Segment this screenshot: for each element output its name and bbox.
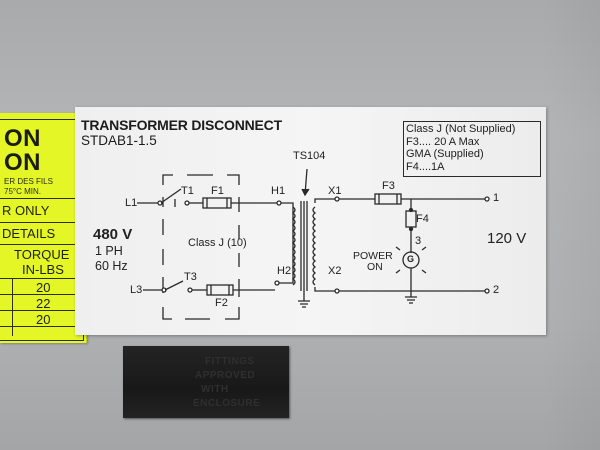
input-frequency: 60 Hz	[95, 259, 128, 273]
wiring-diagram	[137, 168, 490, 320]
warning-row-only-text: R ONLY	[2, 203, 50, 218]
torque-column-divider	[12, 278, 13, 336]
warning-heading-line1: ON	[4, 125, 41, 152]
yellow-warning-label: ON ON ER DES FILS 75°C MIN. R ONLY DETAI…	[0, 113, 87, 343]
enclosure-panel	[540, 0, 600, 450]
fuse-F1: F1	[211, 185, 224, 197]
disconnect-class: Class J (10)	[188, 237, 247, 249]
warning-heading-line2: ON	[4, 149, 41, 176]
torque-row: 20	[0, 278, 84, 295]
warning-small-line1: ER DES FILS	[4, 177, 53, 186]
output-terminal-1: 1	[493, 192, 500, 204]
node-3: 3	[415, 235, 422, 247]
terminal-L1: L1	[125, 197, 138, 209]
fuse-note: F4....1A	[406, 160, 445, 173]
label-title: TRANSFORMER DISCONNECT	[81, 117, 282, 133]
terminal-X2: X2	[328, 265, 342, 277]
plate-line: FITTINGS	[205, 356, 255, 367]
plate-line: APPROVED	[195, 370, 256, 381]
torque-header-line1: TORQUE	[14, 247, 70, 262]
input-phase: 1 PH	[95, 244, 123, 258]
pilot-light-label-line2: ON	[367, 261, 383, 273]
torque-row: 20	[0, 310, 84, 327]
terminal-H2: H2	[277, 265, 292, 277]
model-number: STDAB1-1.5	[81, 133, 157, 148]
warning-row-only: R ONLY	[0, 198, 84, 223]
fuse-F3: F3	[382, 180, 395, 192]
fuse-note: Class J (Not Supplied)	[406, 123, 516, 135]
fuse-notes-box: Class J (Not Supplied) F3.... 20 A Max G…	[403, 121, 541, 177]
terminal-T1: T1	[181, 185, 194, 197]
plate-line: ENCLOSURE	[193, 398, 261, 409]
fuse-F2: F2	[215, 297, 228, 309]
fuse-note: F3.... 20 A Max	[406, 135, 480, 148]
plate-line: WITH	[201, 384, 229, 395]
pilot-light-color: G	[407, 254, 415, 264]
schematic-label: TRANSFORMER DISCONNECT STDAB1-1.5 Class …	[75, 107, 546, 335]
terminal-L3: L3	[130, 284, 143, 296]
pilot-light-label-line1: POWER	[353, 250, 393, 262]
input-voltage: 480 V	[93, 226, 133, 243]
terminal-T3: T3	[184, 271, 197, 283]
torque-value: 22	[36, 296, 51, 311]
black-nameplate: FITTINGS APPROVED WITH ENCLOSURE	[123, 346, 289, 418]
torque-value: 20	[36, 280, 51, 295]
terminal-H1: H1	[271, 185, 286, 197]
torque-header: TORQUE IN-LBS	[0, 244, 84, 279]
warning-row-details-text: DETAILS	[2, 226, 56, 241]
output-terminal-2: 2	[493, 284, 500, 296]
warning-row-details: DETAILS	[0, 222, 84, 245]
torque-row: 22	[0, 294, 84, 311]
warning-small-line2: 75°C MIN.	[4, 187, 41, 196]
terminal-X1: X1	[328, 185, 342, 197]
fuse-F4: F4	[416, 213, 429, 225]
torque-value: 20	[36, 312, 51, 327]
torque-header-line2: IN-LBS	[22, 262, 64, 277]
transformer-id: TS104	[293, 150, 326, 162]
output-voltage: 120 V	[487, 230, 527, 247]
torque-row-empty	[0, 326, 84, 337]
fuse-note: GMA (Supplied)	[406, 148, 484, 160]
